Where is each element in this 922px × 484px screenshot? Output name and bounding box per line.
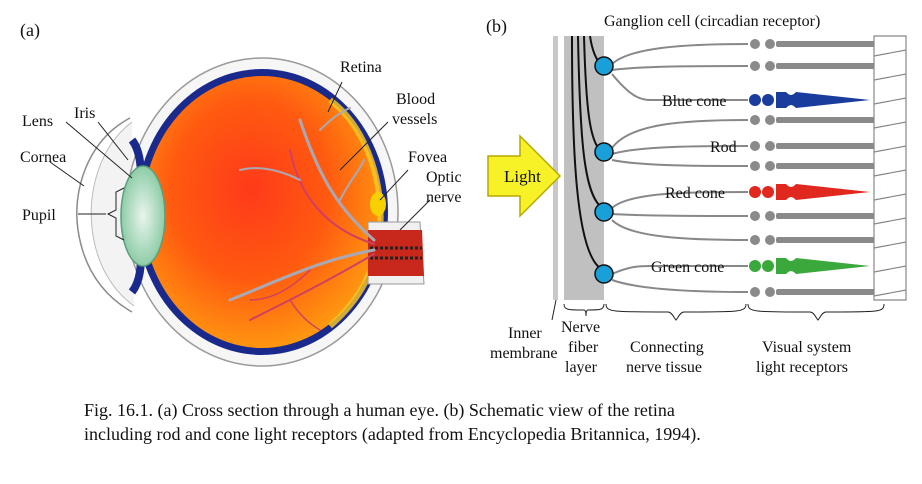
inner-membrane-shape [553,36,558,300]
rod [750,115,876,125]
ganglion-cell [594,264,614,284]
light-label: Light [504,167,541,186]
ganglion-cell [594,202,614,222]
green-cone-label: Green cone [651,259,724,276]
light-arrow: Light [487,134,562,218]
inner-membrane-label-2: membrane [490,345,558,362]
retina-label: Retina [340,59,382,76]
ganglion-cell [594,142,614,162]
rod [750,235,876,245]
ganglion-cell [594,56,614,76]
fovea-label: Fovea [408,149,447,166]
nerve-fiber-label-3: layer [565,359,598,376]
rods [750,39,876,297]
optic-nerve-label-2: nerve [426,189,462,206]
inner-membrane-label-1: Inner [508,325,542,342]
layer-braces [551,299,885,321]
optic-nerve-label-1: Optic [426,169,462,186]
blood-vessels-label-2: vessels [392,111,437,128]
figure-caption: Fig. 16.1. (a) Cross section through a h… [84,398,864,446]
connecting-label-1: Connecting [630,339,704,356]
red-cone-label: Red cone [665,185,725,202]
caption-line-2: including rod and cone light receptors (… [84,424,701,444]
caption-line-1: Fig. 16.1. (a) Cross section through a h… [84,400,675,420]
cornea-shape [76,117,133,313]
ganglion-cells [594,56,614,284]
rod [750,141,876,151]
panel-a-label: (a) [20,20,40,41]
nerve-fiber-layer-shape [564,36,604,300]
visual-system-label-1: Visual system [762,339,852,356]
lens-label: Lens [22,113,53,130]
eyeball-interior [143,76,381,348]
optic-nerve-shape [367,221,425,285]
pupil-label: Pupil [22,207,56,224]
visual-system-label-2: light receptors [756,359,848,376]
blood-vessels-shape [228,107,376,331]
iris-label: Iris [74,105,95,122]
cornea-label: Cornea [20,149,66,166]
rod [750,39,876,49]
panel-b-label: (b) [486,16,507,37]
green-cone-shape [749,258,870,274]
panel-b: (b) [486,13,907,376]
rod [750,287,876,297]
eye-retina-figure: (a) [20,13,907,376]
connecting-nerve-lines [611,43,749,293]
rod [750,211,876,221]
ganglion-label: Ganglion cell (circadian receptor) [604,13,820,30]
panel-a: (a) [20,20,462,367]
lens-shape [120,165,166,267]
panel-a-leader-lines [49,81,431,241]
rod [750,61,876,71]
rod-label: Rod [710,139,737,156]
blue-cone-label: Blue cone [662,93,726,110]
red-cone-shape [749,184,870,200]
rod [750,161,876,171]
nerve-fiber-label-1: Nerve [561,319,600,336]
nerve-fiber-label-2: fiber [568,339,599,356]
pigment-epithelium [873,35,907,301]
blue-cone-shape [749,92,870,108]
connecting-label-2: nerve tissue [626,359,702,376]
blood-vessels-label-1: Blood [396,91,435,108]
